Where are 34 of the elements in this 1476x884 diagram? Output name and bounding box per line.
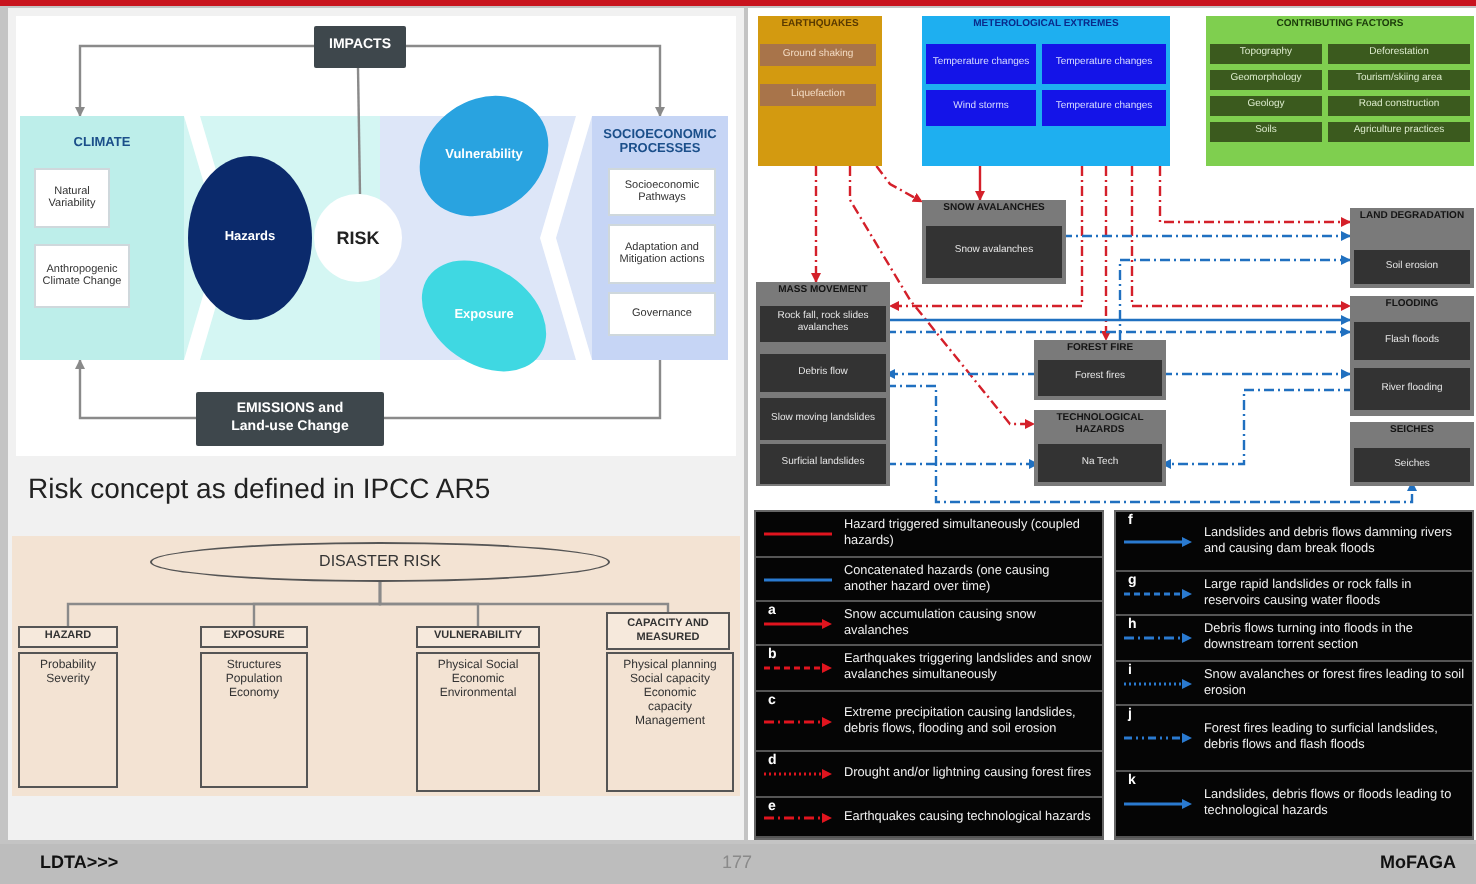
connector-arrow bbox=[1062, 231, 1351, 241]
figure-caption: Risk concept as defined in IPCC AR5 bbox=[28, 472, 491, 504]
connector-arrow bbox=[1162, 369, 1351, 379]
connector-arrow bbox=[975, 166, 985, 201]
footer-text: LDTA>>> bbox=[40, 852, 119, 872]
hazard-group bbox=[758, 16, 882, 166]
connector-arrow bbox=[886, 327, 1351, 337]
connector-arrow bbox=[848, 166, 1035, 429]
hazard-group bbox=[1034, 410, 1166, 486]
connector-arrow bbox=[889, 166, 1084, 311]
connector-arrow bbox=[875, 165, 923, 203]
hazard-group bbox=[1034, 340, 1166, 400]
hazard-group bbox=[756, 282, 890, 486]
root-ellipse: DISASTER RISK bbox=[150, 542, 610, 582]
connector-arrow bbox=[1130, 166, 1351, 311]
connector-arrow bbox=[406, 44, 665, 117]
connector-arrow bbox=[1101, 166, 1111, 341]
factor-group bbox=[1206, 16, 1474, 166]
connector-arrow bbox=[1118, 255, 1351, 340]
connector-arrow bbox=[75, 359, 196, 420]
category-band bbox=[592, 116, 728, 360]
hazard-group bbox=[922, 16, 1170, 166]
connector-arrow bbox=[886, 315, 1351, 325]
hazard-group bbox=[922, 200, 1066, 284]
connector-arrow bbox=[75, 44, 314, 117]
hazard-group bbox=[1350, 208, 1474, 288]
footer-text: MoFAGA bbox=[1380, 852, 1456, 872]
connector-arrow bbox=[811, 166, 821, 283]
connector-arrow bbox=[886, 459, 1039, 469]
hazard-group bbox=[1350, 422, 1474, 486]
connector-arrow bbox=[1158, 166, 1351, 227]
category-band bbox=[20, 116, 184, 360]
hazard-group bbox=[1350, 296, 1474, 416]
connector-arrow bbox=[886, 384, 1417, 504]
